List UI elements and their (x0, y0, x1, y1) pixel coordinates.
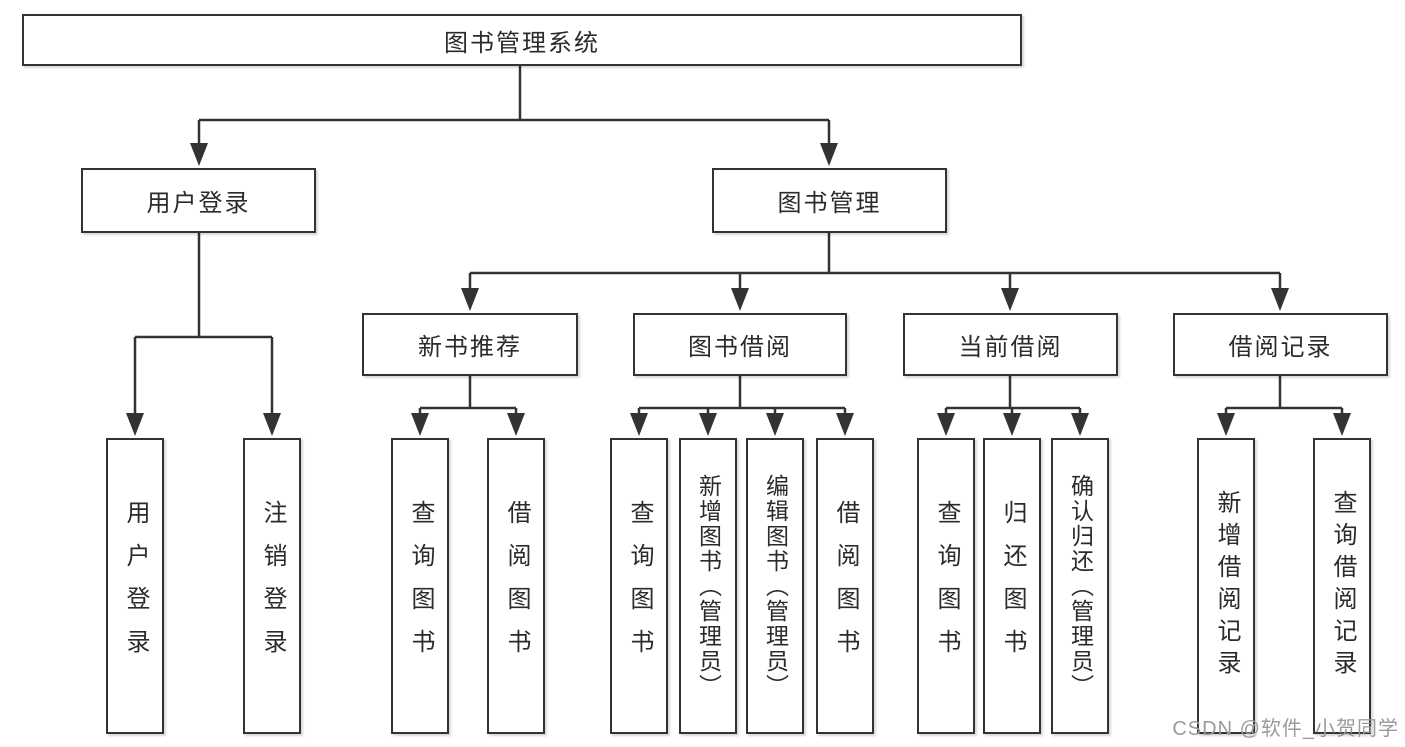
node-new-book-recommend: 新书推荐 (362, 313, 578, 376)
node-book-management-label: 图书管理 (777, 190, 882, 217)
leaf-recommend-borrow-book-label: 借阅图书 (503, 500, 530, 672)
connector-user-login-children (126, 233, 281, 436)
leaf-borrow-add-book-label: 新增图书（管理员） (695, 473, 722, 699)
leaf-current-confirm-return: 确认归还（管理员） (1051, 438, 1109, 734)
leaf-current-return-book-label: 归还图书 (999, 500, 1026, 672)
leaf-borrow-query-book: 查询图书 (610, 438, 668, 734)
node-new-book-recommend-label: 新书推荐 (418, 334, 522, 361)
leaf-current-confirm-return-label: 确认归还（管理员） (1067, 473, 1094, 699)
node-current-borrow: 当前借阅 (903, 313, 1118, 376)
leaf-current-query-book-label: 查询图书 (933, 500, 960, 672)
connector-book-management-children (461, 233, 1289, 311)
leaf-borrow-borrow-book-label: 借阅图书 (832, 500, 859, 672)
leaf-user-login-label: 用户登录 (122, 500, 149, 672)
connector-current-borrow-children (937, 376, 1089, 436)
node-book-borrow-label: 图书借阅 (688, 334, 792, 361)
leaf-borrow-add-book: 新增图书（管理员） (679, 438, 737, 734)
leaf-borrow-borrow-book: 借阅图书 (816, 438, 874, 734)
connector-new-book-recommend-children (411, 376, 525, 436)
watermark: CSDN @软件_小贺同学 (1172, 718, 1399, 740)
leaf-borrow-query-book-label: 查询图书 (626, 500, 653, 672)
node-borrow-records-label: 借阅记录 (1228, 334, 1333, 361)
leaf-records-query-record: 查询借阅记录 (1313, 438, 1371, 734)
leaf-records-add-record: 新增借阅记录 (1197, 438, 1255, 734)
node-current-borrow-label: 当前借阅 (958, 334, 1063, 361)
leaf-records-query-record-label: 查询借阅记录 (1329, 490, 1356, 682)
leaf-borrow-edit-book-label: 编辑图书（管理员） (762, 473, 789, 699)
leaf-recommend-query-book: 查询图书 (391, 438, 449, 734)
connector-borrow-records-children (1217, 376, 1351, 436)
node-book-borrow: 图书借阅 (633, 313, 847, 376)
node-user-login-label: 用户登录 (146, 190, 251, 217)
leaf-recommend-query-book-label: 查询图书 (407, 500, 434, 672)
leaf-records-add-record-label: 新增借阅记录 (1213, 490, 1240, 682)
node-borrow-records: 借阅记录 (1173, 313, 1388, 376)
connector-book-borrow-children (630, 376, 854, 436)
leaf-recommend-borrow-book: 借阅图书 (487, 438, 545, 734)
connector-root-to-level2 (190, 66, 838, 166)
node-root-label: 图书管理系统 (444, 29, 600, 57)
node-root: 图书管理系统 (22, 14, 1022, 66)
leaf-borrow-edit-book: 编辑图书（管理员） (746, 438, 804, 734)
leaf-user-login: 用户登录 (106, 438, 164, 734)
node-user-login: 用户登录 (81, 168, 316, 233)
leaf-current-query-book: 查询图书 (917, 438, 975, 734)
leaf-logout-label: 注销登录 (259, 500, 286, 672)
leaf-logout: 注销登录 (243, 438, 301, 734)
node-book-management: 图书管理 (712, 168, 947, 233)
leaf-current-return-book: 归还图书 (983, 438, 1041, 734)
